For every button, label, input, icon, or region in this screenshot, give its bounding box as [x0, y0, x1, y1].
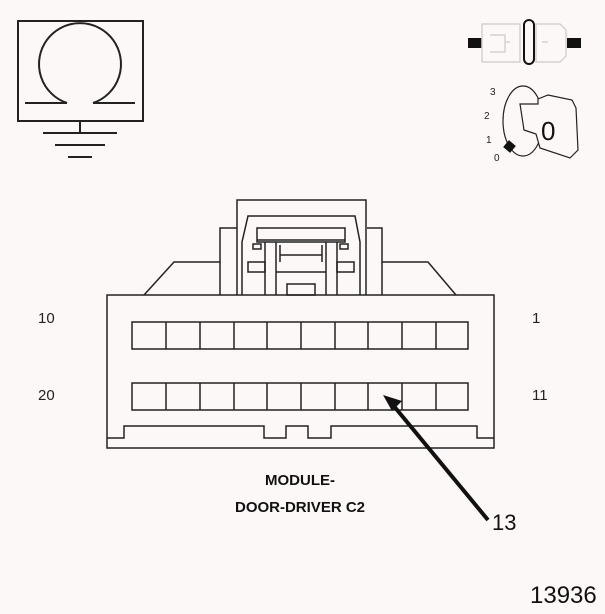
- ignition-key-icon: 3 2 1 0 0: [484, 85, 579, 164]
- pin-label-bottom-left: 20: [38, 387, 55, 404]
- callout-label: 13: [492, 510, 517, 535]
- svg-text:2: 2: [484, 111, 490, 122]
- pin-label-bottom-right: 11: [532, 387, 548, 404]
- disconnected-connector-icon: [468, 19, 581, 65]
- svg-text:3: 3: [490, 87, 496, 98]
- pin-label-top-left: 10: [38, 310, 55, 327]
- connector-body: [106, 199, 495, 449]
- callout-arrow: [383, 395, 490, 522]
- figure-number: 13936: [530, 582, 597, 609]
- svg-text:0: 0: [541, 116, 555, 146]
- pin-row-top: [131, 321, 469, 350]
- pin-label-top-right: 1: [532, 310, 541, 327]
- svg-text:1: 1: [486, 135, 492, 146]
- connector-title-line2: DOOR-DRIVER C2: [234, 499, 365, 516]
- pin-row-bottom: [131, 382, 469, 411]
- omega-ground-icon: [17, 20, 144, 158]
- connector-title-line1: MODULE-: [265, 472, 335, 489]
- svg-text:0: 0: [494, 153, 500, 164]
